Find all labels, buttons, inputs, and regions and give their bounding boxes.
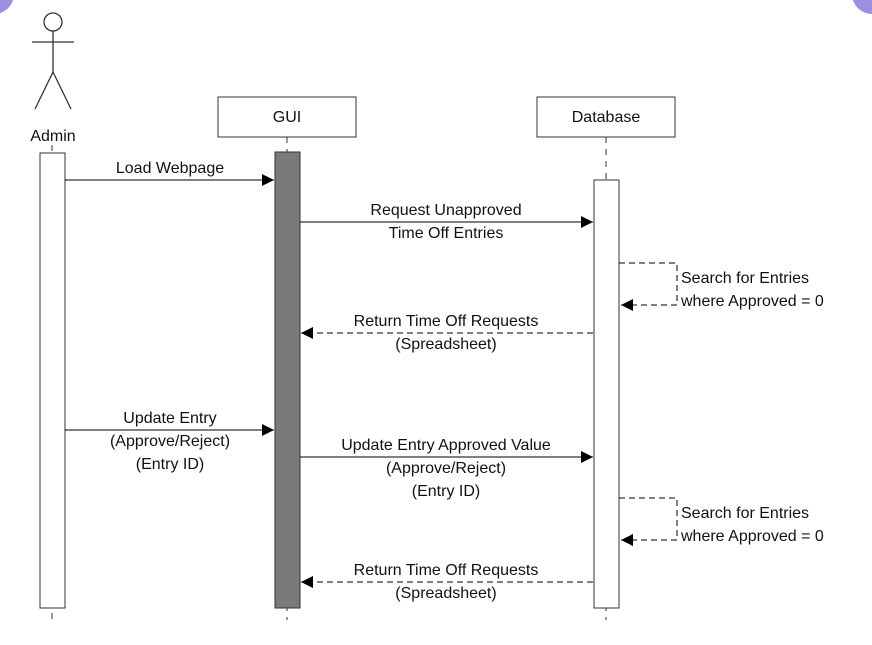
gui-label: GUI: [273, 109, 301, 126]
message-search-entries-1: Search for Entries where Approved = 0: [619, 262, 824, 311]
message-label: (Entry ID): [412, 483, 480, 500]
message-label: (Spreadsheet): [395, 336, 496, 353]
admin-activation-bar: [39, 152, 66, 609]
message-return-requests-2: Return Time Off Requests (Spreadsheet): [301, 562, 593, 602]
message-label: Time Off Entries: [389, 225, 504, 242]
message-label: Return Time Off Requests: [354, 313, 539, 330]
message-label: (Approve/Reject): [110, 433, 230, 450]
admin-label: Admin: [30, 128, 75, 145]
message-label: where Approved = 0: [680, 293, 824, 310]
message-label: Search for Entries: [681, 270, 809, 287]
message-label: (Entry ID): [136, 456, 204, 473]
admin-stick-figure-icon: [32, 12, 74, 110]
message-load-webpage: Load Webpage: [65, 160, 274, 186]
message-label: (Spreadsheet): [395, 585, 496, 602]
message-search-entries-2: Search for Entries where Approved = 0: [619, 497, 824, 546]
database-activation-bar: [593, 179, 620, 609]
message-update-approved-value: Update Entry Approved Value (Approve/Rej…: [300, 437, 593, 500]
message-label: Update Entry: [123, 410, 216, 427]
admin-actor: Admin: [30, 12, 76, 145]
gui-lifeline-header: GUI: [217, 96, 357, 138]
message-label: Update Entry Approved Value: [341, 437, 551, 454]
message-update-entry: Update Entry (Approve/Reject) (Entry ID): [65, 410, 274, 473]
message-label: (Approve/Reject): [386, 460, 506, 477]
message-label: Load Webpage: [116, 160, 224, 177]
message-label: Search for Entries: [681, 505, 809, 522]
message-label: Return Time Off Requests: [354, 562, 539, 579]
database-lifeline-header: Database: [536, 96, 676, 138]
message-return-requests-1: Return Time Off Requests (Spreadsheet): [301, 313, 593, 353]
message-request-unapproved: Request Unapproved Time Off Entries: [300, 202, 593, 242]
gui-activation-bar: [274, 151, 301, 609]
database-label: Database: [572, 109, 641, 126]
message-label: where Approved = 0: [680, 528, 824, 545]
message-label: Request Unapproved: [370, 202, 521, 219]
